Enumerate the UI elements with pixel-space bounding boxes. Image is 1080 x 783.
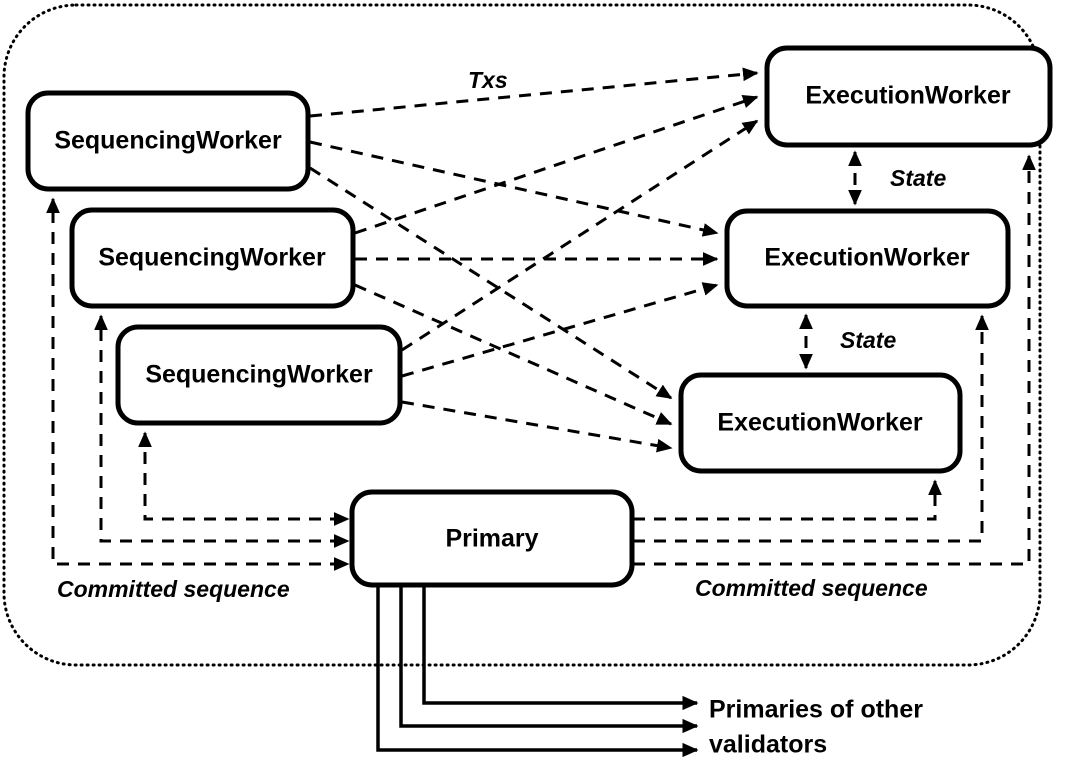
node-sequencing-worker-3[interactable]: SequencingWorker: [115, 324, 403, 426]
edge-sw2-ew1: [354, 94, 759, 235]
external-target-label-line2: validators: [709, 731, 827, 759]
node-label: SequencingWorker: [54, 127, 282, 155]
edge-label-committed-sequence-left: Committed sequence: [57, 576, 290, 602]
external-target-label-line1: Primaries of other: [709, 696, 923, 724]
node-sequencing-worker-2[interactable]: SequencingWorker: [69, 207, 356, 309]
node-box: [115, 324, 403, 426]
edge-sw1-ew1: [309, 67, 759, 118]
state-edges-group: [799, 150, 862, 370]
node-box: [69, 207, 356, 309]
edge-sw1-ew2: [309, 140, 719, 237]
edge-primary-external-1: [422, 585, 699, 711]
edge-sw2-ew3: [354, 283, 673, 426]
edge-sw3-ew2: [401, 282, 719, 378]
edge-label-txs: Txs: [468, 67, 508, 93]
node-primary[interactable]: Primary: [349, 489, 635, 588]
edge-primary-to-ew2: [633, 314, 989, 543]
node-label: ExecutionWorker: [805, 82, 1010, 110]
edge-primary-external-3: [376, 585, 699, 758]
validator-boundary: [2, 3, 1042, 667]
node-label: Primary: [445, 525, 538, 553]
edge-sw1-ew3: [309, 166, 673, 400]
node-box: [25, 90, 311, 192]
edge-primary-to-sw2: [94, 314, 342, 543]
node-execution-worker-2[interactable]: ExecutionWorker: [724, 208, 1011, 309]
node-label: ExecutionWorker: [717, 409, 922, 437]
node-label: SequencingWorker: [98, 244, 326, 272]
committed-sequence-right-group: [633, 154, 1036, 566]
edge-sw3-ew3: [401, 400, 673, 453]
edge-label-state-top: State: [890, 165, 946, 191]
node-box: [349, 489, 635, 588]
edge-sw3-ew1: [401, 119, 759, 352]
committed-sequence-left-group: [46, 197, 350, 571]
node-execution-worker-1[interactable]: ExecutionWorker: [764, 45, 1053, 148]
node-label: SequencingWorker: [145, 361, 373, 389]
edge-primary-to-sw3: [138, 431, 342, 521]
node-box: [678, 372, 963, 474]
node-box: [724, 208, 1011, 309]
node-sequencing-worker-1[interactable]: SequencingWorker: [25, 90, 311, 192]
txs-edges-group: [309, 67, 759, 453]
node-label: ExecutionWorker: [764, 244, 969, 272]
edge-label-state-bottom: State: [840, 327, 896, 353]
edge-label-committed-sequence-right: Committed sequence: [695, 575, 928, 601]
edge-primary-to-ew1: [633, 154, 1036, 566]
edge-primary-external-2: [399, 585, 699, 734]
external-primaries-group: [376, 585, 699, 758]
edge-primary-to-ew3: [633, 479, 942, 521]
node-box: [764, 45, 1053, 148]
node-execution-worker-3[interactable]: ExecutionWorker: [678, 372, 963, 474]
edge-primary-to-sw1: [46, 197, 342, 566]
